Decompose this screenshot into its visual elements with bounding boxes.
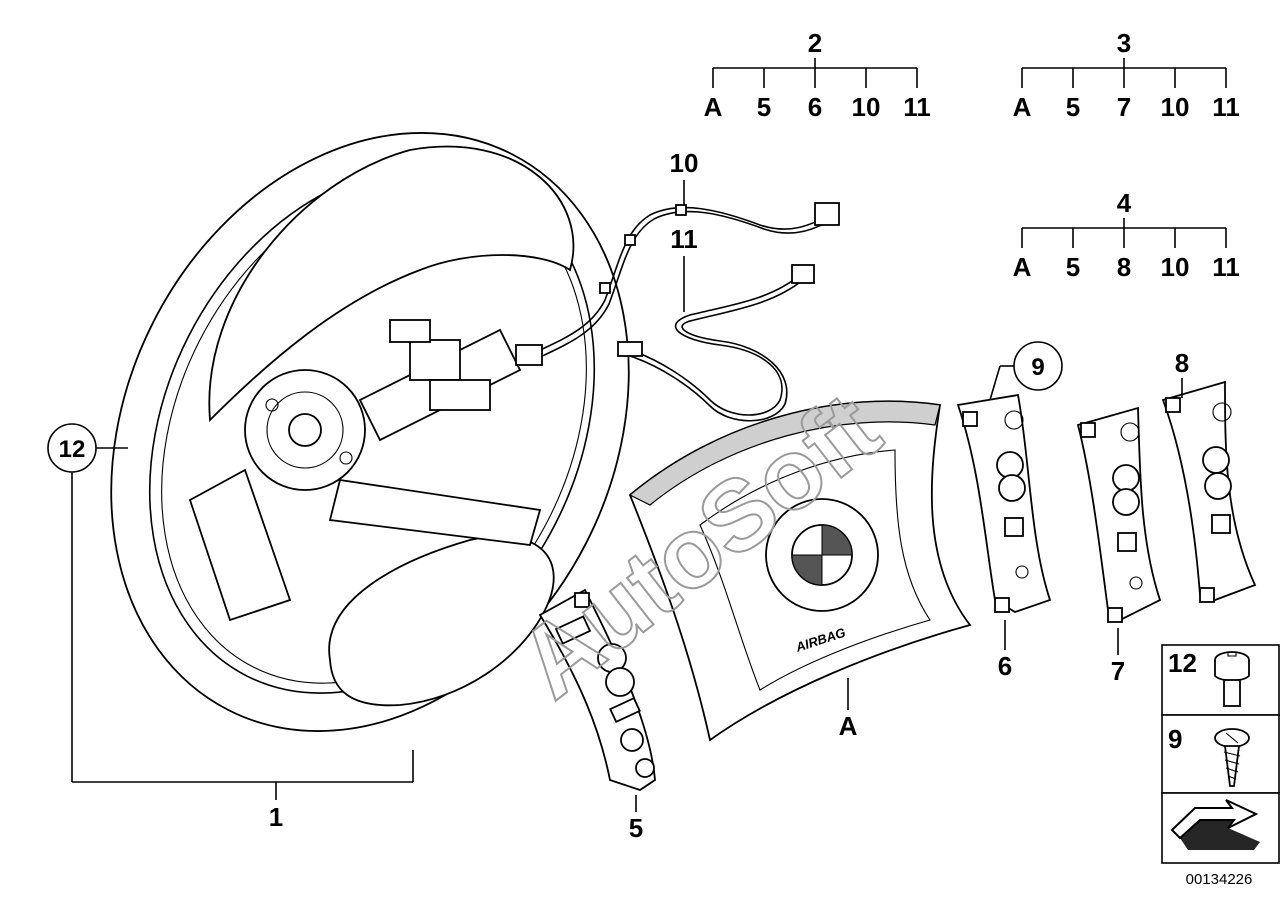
self-tapping-screw-icon: [1214, 728, 1250, 787]
callout-9: 9: [989, 341, 1063, 401]
kit-4-label: 4: [1117, 188, 1132, 218]
kit-2-child-6: 6: [808, 92, 822, 122]
wire-harness-11: 11: [617, 224, 815, 422]
kit-3-child-11: 11: [1212, 92, 1240, 122]
kit-tree-3: 3 A 5 7 10 11: [1013, 28, 1240, 122]
kit-3-label: 3: [1117, 28, 1131, 58]
kit-4-child-5: 5: [1066, 252, 1080, 282]
callout-12-label: 12: [59, 436, 86, 463]
kit-tree-2: 2 A 5 6 10 11: [704, 28, 931, 122]
kit-2-child-5: 5: [757, 92, 771, 122]
kit-3-child-5: 5: [1066, 92, 1080, 122]
part-number: 00134226: [1186, 871, 1253, 888]
wire-10-label: 10: [670, 148, 699, 178]
switch-5: 5: [538, 588, 656, 843]
legend-screw-9-label: 9: [1168, 724, 1182, 754]
steering-wheel-bracket: 1: [71, 472, 414, 832]
legend-screw-12-label: 12: [1168, 648, 1197, 678]
arrow-icon: [1170, 799, 1260, 850]
kit-3-child-10: 10: [1161, 92, 1190, 122]
kit-2-label: 2: [808, 28, 822, 58]
steering-wheel-label: 1: [269, 802, 283, 832]
steering-wheel: [110, 132, 630, 732]
kit-4-child-10: 10: [1161, 252, 1190, 282]
wire-harness-10: 10: [515, 148, 840, 366]
switch-8-label: 8: [1175, 348, 1189, 378]
switch-7: 7: [1076, 406, 1162, 686]
kit-tree-4: 4 A 5 8 10 11: [1013, 188, 1240, 282]
kit-4-child-a: A: [1013, 252, 1032, 282]
switch-8: 8: [1161, 348, 1257, 603]
switch-7-label: 7: [1111, 656, 1125, 686]
kit-2-child-a: A: [704, 92, 723, 122]
kit-4-child-8: 8: [1117, 252, 1131, 282]
switch-6-label: 6: [998, 651, 1012, 681]
kit-4-child-11: 11: [1212, 252, 1240, 282]
airbag-module: AIRBAG A: [628, 400, 972, 742]
legend-box: 12 9 00134226: [1161, 644, 1280, 888]
airbag-label: A: [839, 711, 858, 741]
wire-11-label: 11: [670, 224, 698, 254]
kit-3-child-7: 7: [1117, 92, 1131, 122]
kit-2-child-11: 11: [903, 92, 931, 122]
kit-2-child-10: 10: [852, 92, 881, 122]
callout-9-label: 9: [1031, 354, 1044, 381]
callout-12: 12: [47, 423, 128, 473]
switch-5-label: 5: [629, 813, 643, 843]
torx-screw-icon: [1214, 651, 1250, 707]
kit-3-child-a: A: [1013, 92, 1032, 122]
switch-6: 6: [956, 393, 1052, 681]
